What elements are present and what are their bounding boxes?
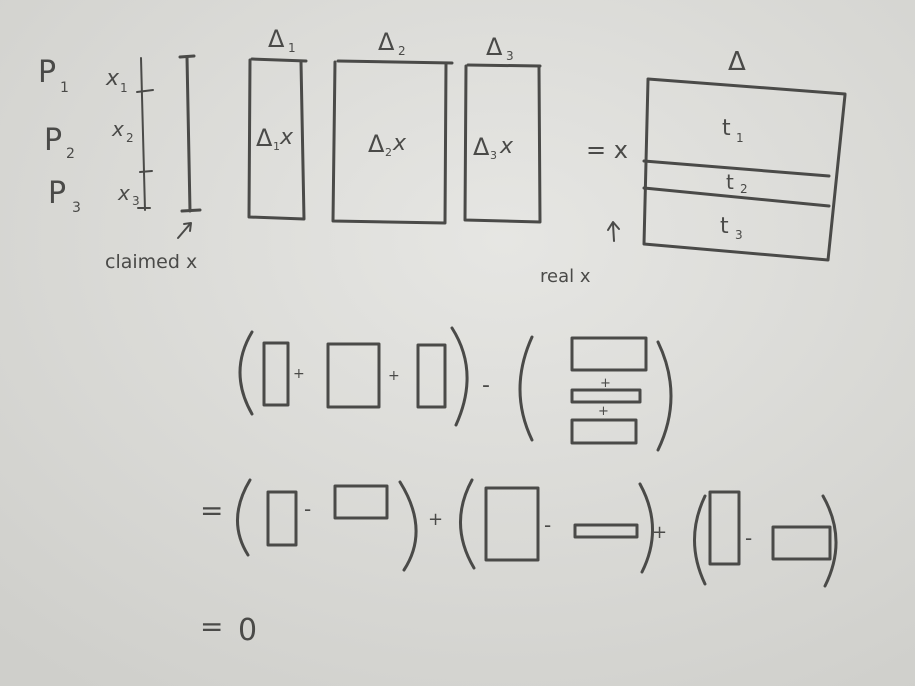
delta-2-column: Δ 2 Δ 2 x <box>331 28 454 225</box>
delta-1-body-x: x <box>279 125 294 150</box>
equation-line-1: + + - + + <box>238 326 673 452</box>
eq1-minus: - <box>482 373 490 398</box>
equation-line-2: = - + - + - <box>200 478 838 588</box>
delta-3-body: Δ <box>473 133 490 161</box>
x3-label: x <box>117 181 130 205</box>
eq2-plus-1: + <box>428 509 443 530</box>
delta-1-header: Δ <box>268 25 285 53</box>
delta-1-column: Δ 1 Δ 1 x <box>247 25 308 221</box>
p2-label: P <box>44 123 62 158</box>
p3-label: P <box>48 176 66 211</box>
x2-label: x <box>111 117 124 141</box>
x3-sub: 3 <box>132 194 140 208</box>
eq1-stack-plus-1: + <box>600 376 611 391</box>
eq2-minus-2: - <box>544 513 551 537</box>
t1-sub: 1 <box>736 131 744 145</box>
delta-2-body-sub: 2 <box>385 146 392 159</box>
p3-sub: 3 <box>72 200 81 216</box>
delta-3-body-x: x <box>499 134 514 159</box>
t1-label: t <box>722 116 731 141</box>
x2-sub: 2 <box>126 131 134 145</box>
delta-2-body-x: x <box>392 131 407 156</box>
p1-label: P <box>38 55 56 90</box>
eq1-plus-1: + <box>293 366 305 382</box>
eq2-minus-3: - <box>745 526 752 550</box>
t3-sub: 3 <box>735 228 743 242</box>
x1-sub: 1 <box>120 81 128 95</box>
delta-3-body-sub: 3 <box>490 149 497 162</box>
equals-x: = x <box>586 136 628 164</box>
delta-2-body: Δ <box>368 130 385 158</box>
delta-1-body-sub: 1 <box>273 140 280 153</box>
t2-label: t <box>726 170 734 194</box>
delta-total-header: Δ <box>728 47 746 77</box>
delta-1-body: Δ <box>256 124 273 152</box>
delta-total-table: Δ t 1 t 2 t 3 <box>642 47 847 262</box>
eq1-plus-2: + <box>388 368 400 384</box>
delta-2-header: Δ <box>378 28 395 56</box>
t2-sub: 2 <box>740 182 748 196</box>
x1-label: x <box>105 66 120 91</box>
claimed-bar <box>177 54 202 239</box>
claimed-x-label: claimed x <box>105 251 197 273</box>
t3-label: t <box>720 214 729 239</box>
segment-bar <box>136 57 154 211</box>
delta-3-column: Δ 3 Δ 3 x <box>463 33 542 224</box>
real-x-label: real x <box>540 266 591 287</box>
party-labels: P 1 P 2 P 3 x 1 x 2 x 3 <box>38 55 140 216</box>
eq3-value: 0 <box>238 613 257 648</box>
delta-2-header-sub: 2 <box>398 44 406 58</box>
eq1-stack-plus-2: + <box>598 404 609 419</box>
eq2-plus-2: + <box>652 522 667 543</box>
p2-sub: 2 <box>66 146 75 162</box>
eq2-equals: = <box>200 494 223 527</box>
eq3-equals: = <box>200 610 223 643</box>
p1-sub: 1 <box>60 80 69 96</box>
eq2-minus-1: - <box>304 497 311 521</box>
delta-1-header-sub: 1 <box>288 41 296 55</box>
delta-3-header-sub: 3 <box>506 49 514 63</box>
real-x-arrow <box>607 221 620 242</box>
equation-line-3: = 0 <box>200 610 257 648</box>
delta-3-header: Δ <box>486 33 503 61</box>
